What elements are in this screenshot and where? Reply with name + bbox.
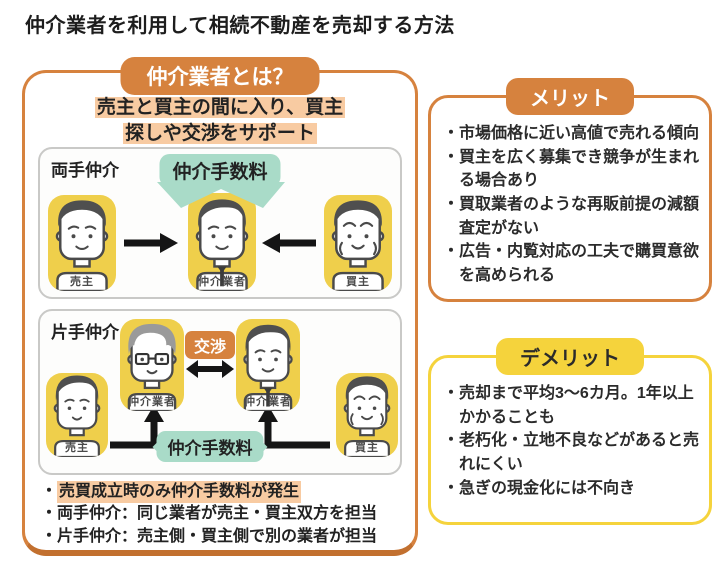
broker-label: 仲介業者 — [198, 276, 246, 288]
buyer-side-broker-avatar: 仲介業者 — [236, 319, 300, 411]
panel-notes-list: ・売買成立時のみ仲介手数料が発生 ・両手仲介：同じ業者が売主・買主双方を担当 ・… — [41, 481, 409, 548]
bullet-marker: ・ — [443, 432, 460, 450]
broker-face-illustration — [243, 324, 293, 411]
seller-label: 売主 — [70, 276, 94, 288]
seller-avatar: 売主 — [48, 195, 116, 291]
note-item: ・両手仲介：同じ業者が売主・買主双方を担当 — [41, 503, 409, 525]
buyer-face-illustration — [331, 200, 385, 291]
seller-face-illustration — [55, 200, 109, 291]
seller-avatar: 売主 — [46, 373, 108, 457]
arrow-right-icon — [124, 233, 178, 253]
buyer-face-illustration — [343, 376, 391, 457]
note-text: 売買成立時のみ仲介手数料が発生 — [57, 481, 302, 504]
broker-face-illustration — [195, 199, 249, 291]
fee-speech-bubble: 仲介手数料 — [152, 431, 268, 462]
merit-item: ・買主を広く募集でき競争が生まれる場合あり — [443, 146, 703, 193]
bullet-marker: ・ — [41, 483, 58, 500]
broker-label: 仲介業者 — [244, 396, 292, 408]
demerit-text: 老朽化・立地不良などがあると売れにくい — [459, 432, 700, 474]
merit-item: ・市場価格に近い高値で売れる傾向 — [443, 122, 703, 146]
merit-text: 広告・内覧対応の工夫で購買意欲を高められる — [459, 243, 700, 285]
broker-explainer-panel: 仲介業者とは？ 売主と買主の間に入り、買主 探しや交渉をサポート 両手仲介 仲介… — [22, 57, 418, 556]
bullet-marker: ・ — [443, 243, 460, 261]
broker-glasses-face-illustration — [127, 323, 177, 411]
broker-label: 仲介業者 — [128, 396, 176, 408]
demerit-item: ・急ぎの現金化には不向き — [443, 477, 703, 501]
demerit-box: デメリット ・売却まで平均3〜6カ月。1年以上かかることも ・老朽化・立地不良な… — [428, 338, 712, 525]
merit-list: ・市場価格に近い高値で売れる傾向 ・買主を広く募集でき競争が生まれる場合あり ・… — [443, 122, 703, 288]
merit-text: 市場価格に近い高値で売れる傾向 — [459, 125, 700, 142]
bullet-marker: ・ — [443, 148, 460, 166]
merit-box: メリット ・市場価格に近い高値で売れる傾向 ・買主を広く募集でき競争が生まれる場… — [428, 78, 712, 302]
arrow-both-icon — [186, 360, 234, 378]
negotiation-badge: 交渉 — [184, 331, 236, 359]
intro-line-2: 探しや交渉をサポート — [123, 122, 317, 144]
single-agency-label: 片手仲介 — [51, 323, 119, 342]
speech-bubble-tail — [157, 182, 285, 208]
bullet-marker: ・ — [41, 505, 58, 523]
merit-item: ・広告・内覧対応の工夫で購買意欲を高められる — [443, 240, 703, 287]
bullet-marker: ・ — [443, 125, 460, 142]
demerit-text: 売却まで平均3〜6カ月。1年以上かかることも — [459, 385, 694, 426]
demerit-item: ・老朽化・立地不良などがあると売れにくい — [443, 429, 703, 476]
seller-face-illustration — [53, 375, 101, 457]
bullet-marker: ・ — [443, 196, 460, 214]
intro-text: 売主と買主の間に入り、買主 探しや交渉をサポート — [25, 95, 415, 146]
dual-agency-label: 両手仲介 — [51, 161, 119, 180]
note-text: 両手仲介：同じ業者が売主・買主双方を担当 — [57, 505, 378, 523]
demerit-badge: デメリット — [496, 338, 644, 375]
buyer-label: 買主 — [346, 276, 370, 288]
buyer-avatar: 買主 — [324, 195, 392, 291]
seller-label: 売主 — [65, 442, 89, 454]
bullet-marker: ・ — [443, 385, 460, 402]
note-item: ・売買成立時のみ仲介手数料が発生 — [41, 481, 409, 504]
merit-item: ・買取業者のような再販前提の減額査定がない — [443, 193, 703, 240]
page-title: 仲介業者を利用して相続不動産を売却する方法 — [25, 15, 455, 37]
panel-title-badge: 仲介業者とは？ — [120, 57, 320, 95]
buyer-avatar: 買主 — [336, 373, 398, 457]
merit-text: 買取業者のような再販前提の減額査定がない — [459, 196, 700, 237]
note-text: 片手仲介：売主側・買主側で別の業者が担当 — [57, 527, 378, 545]
buyer-label: 買主 — [355, 442, 379, 454]
intro-line-1: 売主と買主の間に入り、買主 — [94, 97, 346, 118]
demerit-text: 急ぎの現金化には不向き — [459, 479, 636, 497]
merit-badge: メリット — [506, 78, 634, 115]
seller-side-broker-avatar: 仲介業者 — [120, 319, 184, 411]
arrow-left-icon — [262, 233, 316, 253]
broker-avatar: 仲介業者 — [188, 193, 256, 291]
bullet-marker: ・ — [443, 479, 460, 497]
demerit-list: ・売却まで平均3〜6カ月。1年以上かかることも ・老朽化・立地不良などがあると売… — [443, 382, 703, 500]
dual-agency-section: 両手仲介 仲介手数料 — [38, 147, 402, 299]
fee-speech-bubble: 仲介手数料 — [159, 154, 281, 187]
merit-text: 買主を広く募集でき競争が生まれる場合あり — [459, 148, 700, 190]
note-item: ・片手仲介：売主側・買主側で別の業者が担当 — [41, 526, 409, 548]
bullet-marker: ・ — [41, 527, 58, 545]
demerit-item: ・売却まで平均3〜6カ月。1年以上かかることも — [443, 382, 703, 429]
single-agency-section: 片手仲介 — [38, 309, 402, 475]
